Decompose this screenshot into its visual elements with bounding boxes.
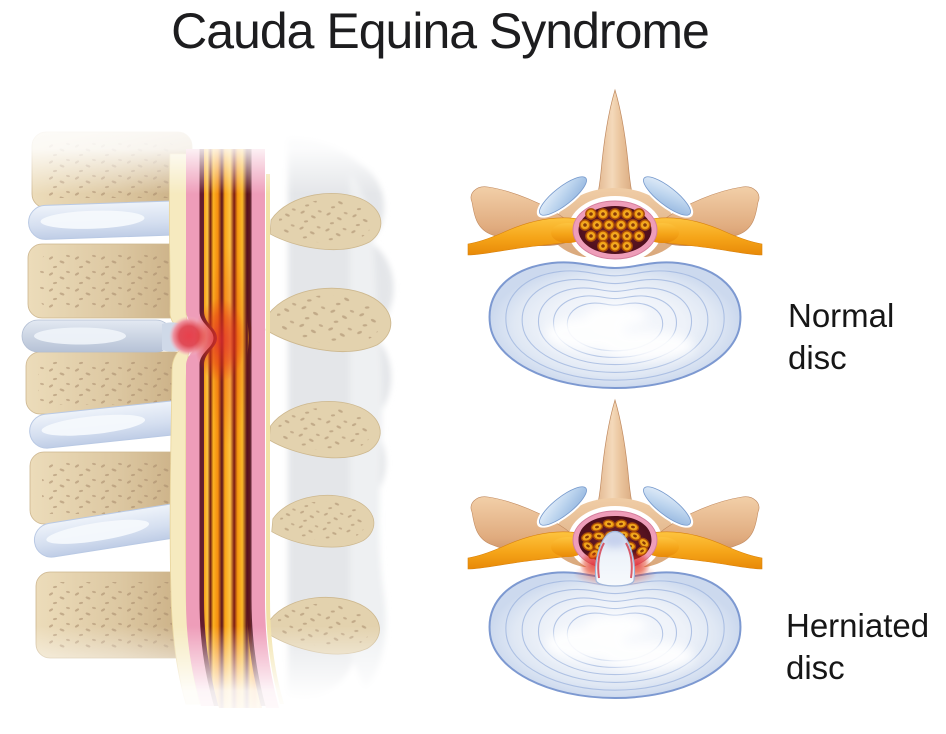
ligament-back-line <box>266 174 284 704</box>
nerve-compression-glow <box>194 246 250 446</box>
herniated-disc <box>21 316 209 356</box>
label-normal-disc: Normal disc <box>788 297 895 376</box>
facet-cartilage <box>536 484 694 528</box>
vertebral-body <box>29 451 194 525</box>
sagittal-spine-illustration <box>20 94 440 734</box>
disc-herniated <box>488 571 742 699</box>
vertebral-body <box>25 351 193 415</box>
disc-nucleus <box>546 306 694 360</box>
axial-vertebra-normal <box>467 88 763 389</box>
disc-normal <box>488 261 742 389</box>
label-herniated-disc: Herniated disc <box>786 607 930 686</box>
figure-title: Cauda Equina Syndrome <box>171 3 710 59</box>
disc-nucleus <box>546 616 694 670</box>
fade-bottom <box>20 626 440 734</box>
fade-top <box>20 94 440 194</box>
vertebral-body <box>27 243 193 319</box>
spinal-canal <box>578 206 652 254</box>
fade-right <box>398 94 440 734</box>
axial-vertebra-herniated <box>467 398 763 699</box>
dural-sac-back <box>251 149 279 708</box>
disc-herniation-bulge <box>594 530 636 587</box>
facet-cartilage <box>536 174 694 218</box>
